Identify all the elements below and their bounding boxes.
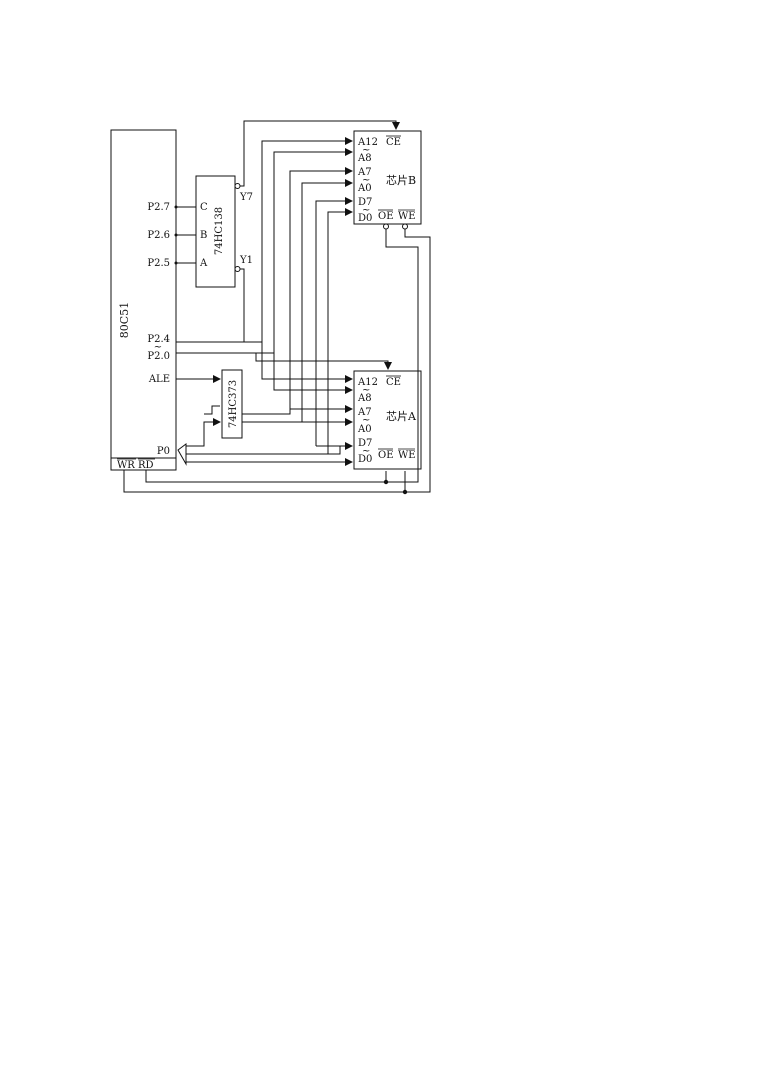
bus-p2-a12-a xyxy=(261,342,353,383)
pin-p20: P2.0 xyxy=(147,351,170,362)
chip-a-ce: CE xyxy=(386,377,401,388)
chip-a-oe: OE xyxy=(378,450,394,461)
chip-a-range-b: ~ xyxy=(362,415,370,426)
latch-name: 74HC373 xyxy=(228,380,239,428)
pin-p25: P2.5 xyxy=(147,258,170,269)
bus-p0-latch-in xyxy=(186,418,221,447)
chip-a-body xyxy=(353,370,422,470)
wiring xyxy=(123,120,431,495)
pin-p24: P2.4 xyxy=(147,334,170,345)
chip-a-a7: A7 xyxy=(357,407,372,418)
pin-wr: WR xyxy=(117,460,135,471)
pin-p26: P2.6 xyxy=(147,230,170,241)
chip-b-oe-bubble xyxy=(383,223,389,230)
chip-b-a7: A7 xyxy=(357,167,372,178)
chip-b-name: 芯片B xyxy=(386,173,416,187)
decoder-74hc138: 74HC138 C B A Y7 Y1 xyxy=(195,175,253,288)
bus-p2-a12-b xyxy=(244,137,353,343)
latch-74hc373: 74HC373 xyxy=(221,369,243,439)
latch-body xyxy=(221,369,243,439)
mcu-80c51: 80C51 P2.7 P2.6 P2.5 P2.4 ~ P2.0 ALE P0 … xyxy=(110,129,177,471)
p0-bus-arrow xyxy=(177,443,187,466)
pin-dot-p26 xyxy=(174,233,178,237)
pin-ale: ALE xyxy=(148,374,170,385)
chip-b-we: WE xyxy=(398,211,416,222)
bus-p0-d-a xyxy=(186,442,353,455)
chip-b-d0: D0 xyxy=(358,213,372,224)
chip-b-range-d: ~ xyxy=(362,205,370,216)
chip-b-body xyxy=(353,130,422,225)
y7-bubble xyxy=(234,183,241,189)
chip-a-a0: A0 xyxy=(357,424,372,435)
chip-a-we: WE xyxy=(398,450,416,461)
chip-a-range-d: ~ xyxy=(362,446,370,457)
wire-y7-ce-b xyxy=(240,120,400,187)
mcu-name: 80C51 xyxy=(118,302,131,338)
decoder-in-a: A xyxy=(199,258,208,269)
chip-b-ce: CE xyxy=(386,137,401,148)
chip-b-we-bubble xyxy=(402,223,408,230)
pin-p27: P2.7 xyxy=(147,202,170,213)
pin-rd: RD xyxy=(138,460,154,471)
chip-a-d7: D7 xyxy=(358,438,372,449)
pin-p0: P0 xyxy=(157,446,170,457)
wire-y1-down xyxy=(240,268,245,342)
chip-b-a0: A0 xyxy=(357,183,372,194)
chip-b-range-b: ~ xyxy=(362,175,370,186)
chip-b-a8: A8 xyxy=(357,153,372,164)
pin-dot-p27 xyxy=(174,205,178,209)
chip-a: A12 ~ A8 A7 ~ A0 D7 ~ D0 CE 芯片A OE WE xyxy=(353,370,422,470)
pin-dot-p25 xyxy=(174,261,178,265)
decoder-in-c: C xyxy=(200,202,208,213)
chip-b-oe: OE xyxy=(378,211,394,222)
bus-p2-a8-b xyxy=(256,148,353,354)
chip-b-d7: D7 xyxy=(358,197,372,208)
bus-d0-b xyxy=(327,208,353,454)
chip-a-a8: A8 xyxy=(357,393,372,404)
chip-b: A12 ~ A8 A7 ~ A0 D7 ~ D0 CE 芯片B OE WE xyxy=(353,130,422,230)
range-mark-p2: ~ xyxy=(154,342,162,353)
decoder-in-b: B xyxy=(200,230,207,241)
decoder-out-y7: Y7 xyxy=(239,192,253,203)
chip-a-name: 芯片A xyxy=(386,409,417,423)
wire-wr-we-b xyxy=(404,229,431,493)
bus-latch-a0-b xyxy=(242,179,353,423)
chip-a-d0: D0 xyxy=(358,454,372,465)
bus-p2-a8-a xyxy=(273,353,353,394)
bus-latch-a7-a xyxy=(289,405,353,414)
decoder-body xyxy=(195,175,236,288)
decoder-name: 74HC138 xyxy=(214,207,225,255)
wire-wr-we-a xyxy=(123,470,406,493)
bus-p0-latch-in-b xyxy=(204,405,220,415)
y1-bubble xyxy=(234,266,241,272)
chip-b-range-a: ~ xyxy=(362,145,370,156)
decoder-out-y1: Y1 xyxy=(239,255,253,266)
chip-b-a12: A12 xyxy=(357,137,378,148)
wire-rd-oe-b xyxy=(385,229,419,483)
bus-d7-b xyxy=(315,197,353,446)
chip-a-a12: A12 xyxy=(357,377,378,388)
bus-latch-a7-b xyxy=(242,167,353,415)
chip-a-range-a: ~ xyxy=(362,385,370,396)
wire-y1-ce-a xyxy=(176,352,392,370)
mcu-body xyxy=(110,129,177,471)
wire-rd-oe-a xyxy=(145,470,387,483)
